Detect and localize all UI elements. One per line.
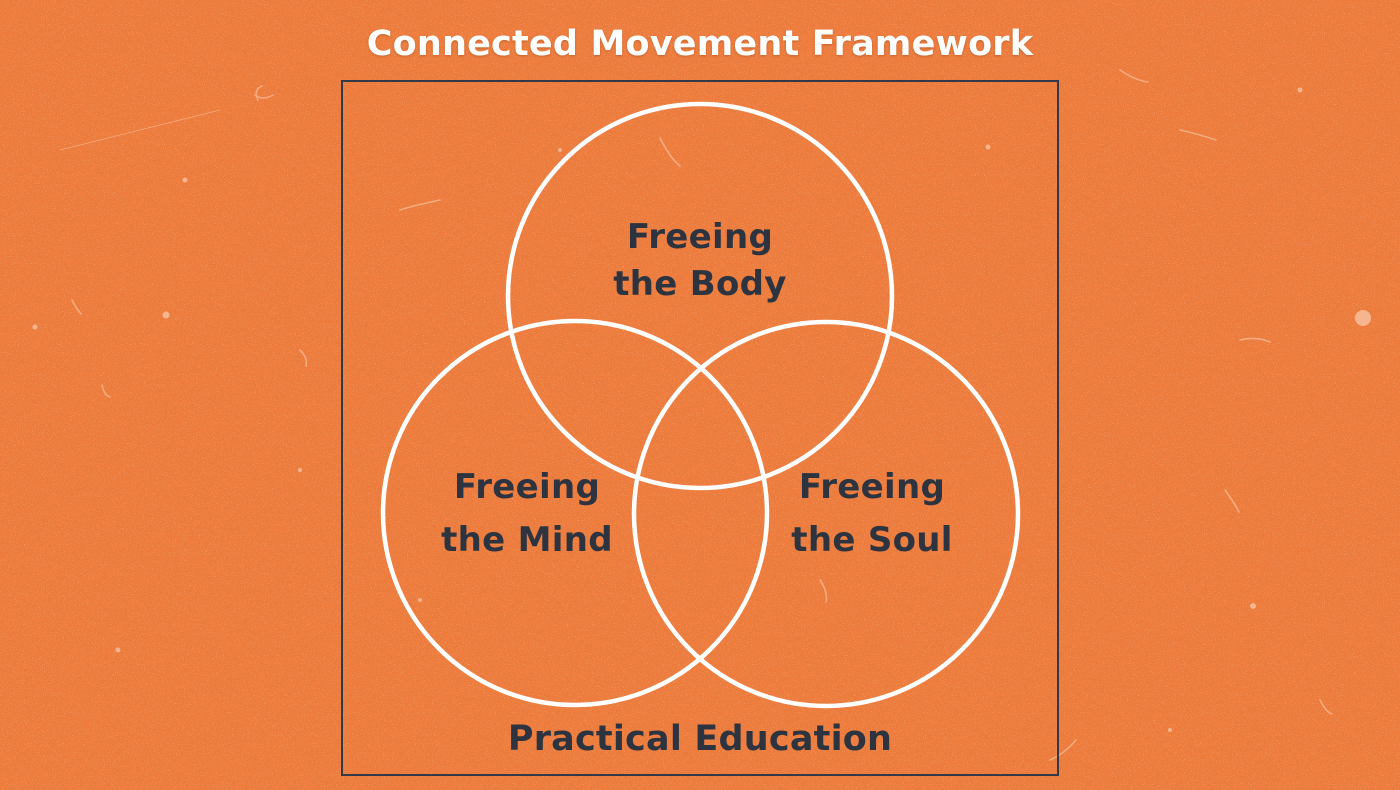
label-freeing-the-body: Freeing the Body — [550, 214, 850, 308]
label-freeing-the-soul: Freeing the Soul — [722, 461, 1022, 567]
label-soul-line1: Freeing — [798, 467, 946, 507]
circle-freeing-the-mind — [380, 318, 770, 708]
label-body-line2: the Body — [613, 264, 787, 304]
circle-freeing-the-soul — [631, 319, 1021, 709]
label-mind-line2: the Mind — [441, 520, 613, 560]
circle-freeing-the-body — [505, 101, 895, 491]
diagram-title: Connected Movement Framework — [366, 24, 1034, 64]
label-freeing-the-mind: Freeing the Mind — [377, 461, 677, 567]
label-soul-line2: the Soul — [791, 520, 953, 560]
label-body-line1: Freeing — [626, 217, 774, 257]
practical-education-frame — [341, 80, 1059, 776]
label-mind-line1: Freeing — [453, 467, 601, 507]
container-label-practical-education: Practical Education — [507, 719, 893, 759]
